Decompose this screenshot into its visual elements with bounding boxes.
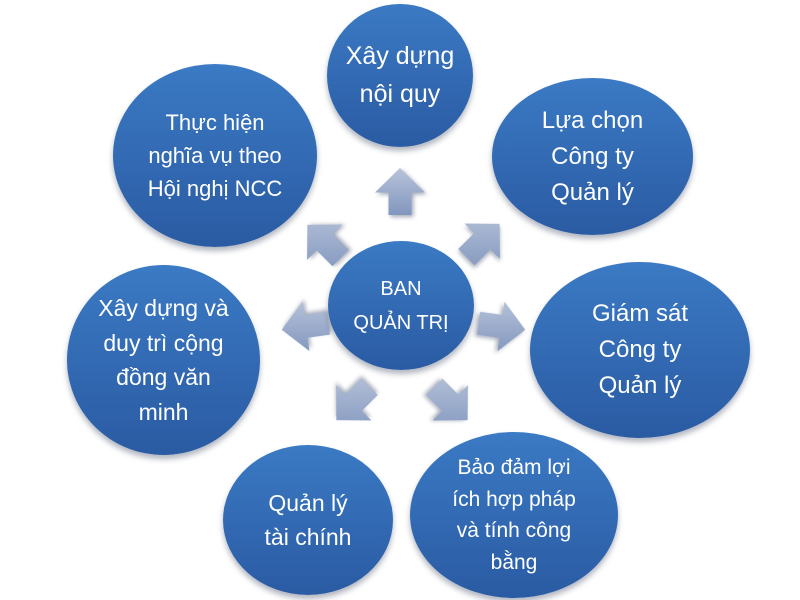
arrow-down-right-icon: [417, 369, 486, 438]
arrow-up-icon: [375, 168, 425, 215]
arrow-down-left-shape: [319, 369, 388, 438]
node-ban-quan-tri: BAN QUẢN TRỊ: [328, 241, 474, 370]
arrow-right-shape: [475, 298, 529, 354]
node-thuc-hien-nghia-vu: Thực hiện nghĩa vụ theo Hội nghị NCC: [113, 64, 317, 247]
arrow-up-shape: [375, 168, 425, 215]
arrow-left-shape: [278, 298, 332, 354]
arrow-up-right-shape: [449, 206, 518, 275]
node-giam-sat-cong-ty-quan-ly: Giám sát Công ty Quản lý: [530, 262, 750, 438]
node-bao-dam-loi-ich: Bảo đảm lợi ích hợp pháp và tính công bằ…: [410, 432, 618, 598]
node-lua-chon-cong-ty-quan-ly: Lựa chọn Công ty Quản lý: [492, 78, 693, 235]
arrow-up-right-icon: [449, 206, 518, 275]
arrow-left-icon: [278, 298, 332, 354]
arrow-down-left-icon: [319, 369, 388, 438]
arrow-right-icon: [475, 298, 529, 354]
node-xay-dung-duy-tri: Xây dựng và duy trì cộng đồng văn minh: [67, 265, 260, 455]
arrow-down-right-shape: [417, 369, 486, 438]
node-quan-ly-tai-chinh: Quản lý tài chính: [223, 445, 393, 595]
node-xay-dung-noi-quy: Xây dựng nội quy: [327, 4, 473, 147]
